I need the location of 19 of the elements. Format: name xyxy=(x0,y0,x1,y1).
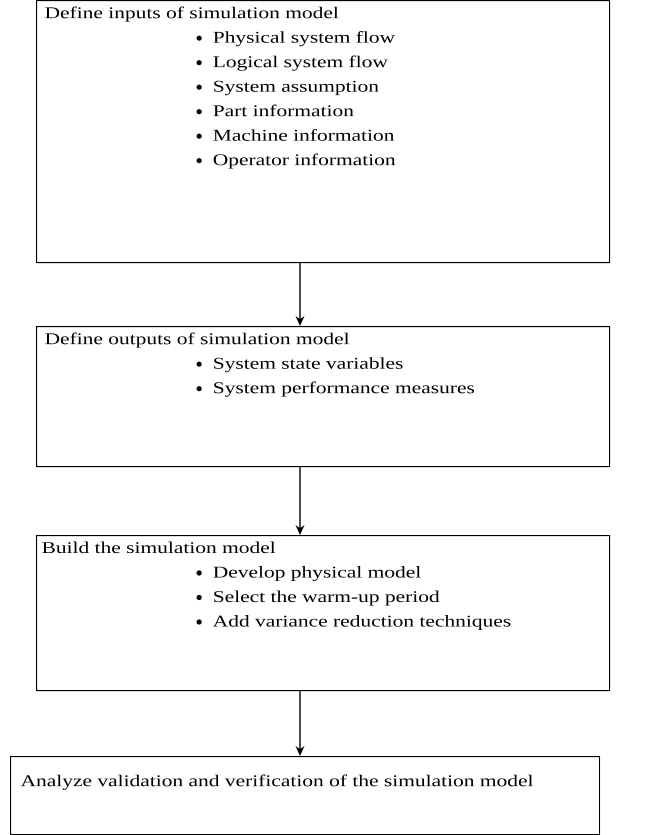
bullet-item: System state variables xyxy=(214,357,403,372)
bullet-item: System assumption xyxy=(214,80,379,96)
process-box xyxy=(36,0,610,264)
bullet-item: Select the warm-up period xyxy=(214,590,440,606)
bullet-item: Machine information xyxy=(213,129,394,141)
heading-text: Define outputs of simulation model xyxy=(45,332,350,348)
bullet-item: Add variance reduction techniques xyxy=(212,615,510,630)
process-box xyxy=(36,326,610,468)
bullet-item: Logical system flow xyxy=(213,56,388,71)
process-box xyxy=(10,756,600,835)
heading-text: Define inputs of simulation model xyxy=(45,6,338,22)
process-box xyxy=(36,535,610,692)
bullet-item: Physical system flow xyxy=(213,31,395,46)
bullet-item: Operator information xyxy=(214,154,396,169)
heading-text: Build the simulation model xyxy=(42,542,276,554)
bullet-item: Develop physical model xyxy=(213,566,421,582)
bullet-item: System performance measures xyxy=(214,382,474,397)
heading-text: Analyze validation and verification of the simulation model xyxy=(20,774,534,790)
bullet-item: Part information xyxy=(213,104,354,116)
